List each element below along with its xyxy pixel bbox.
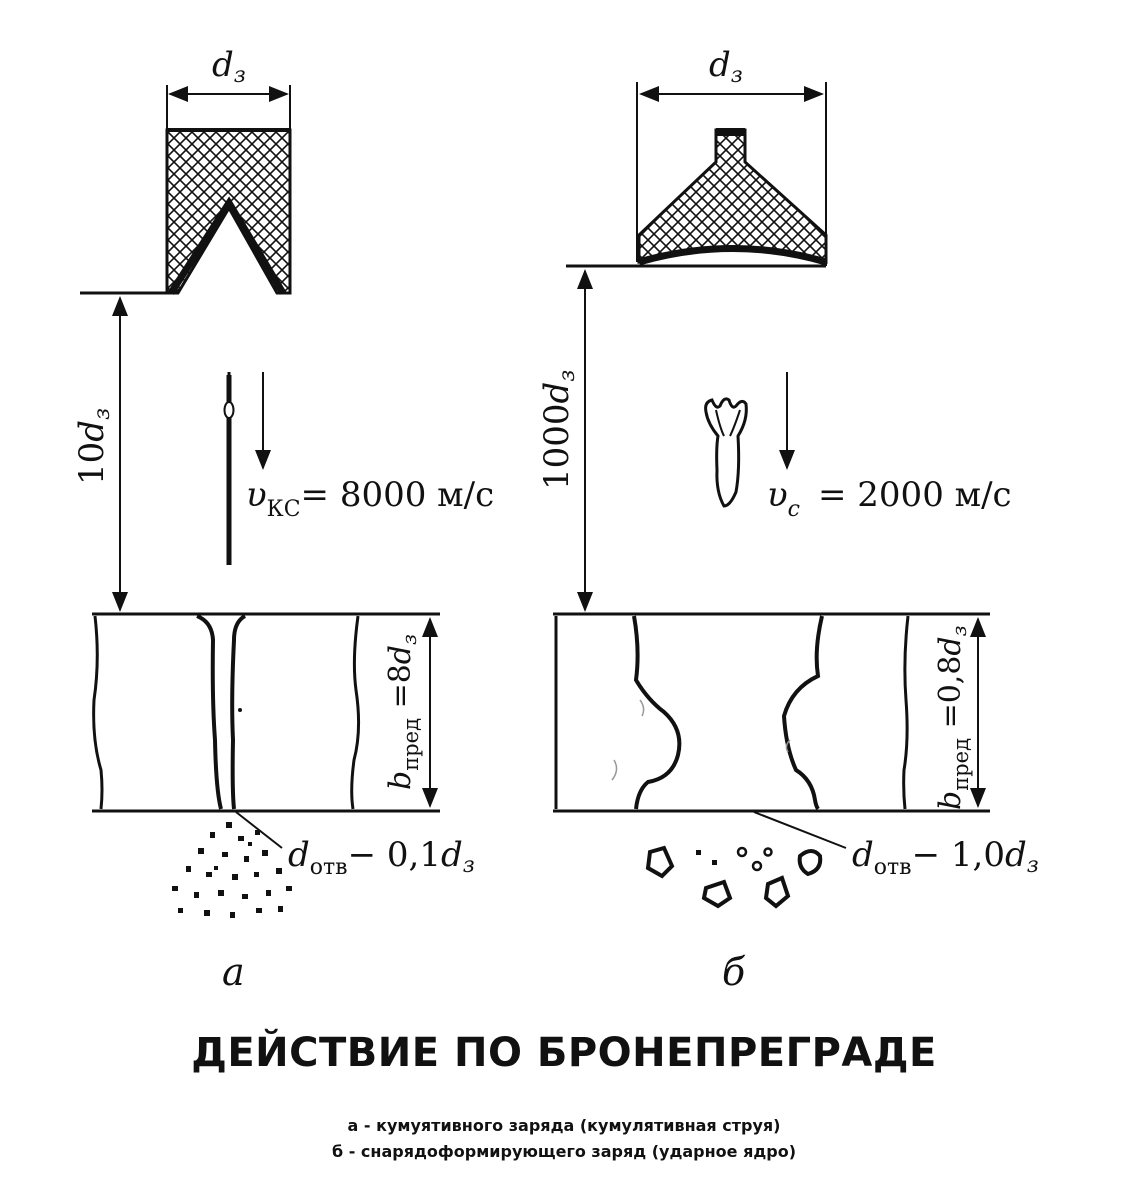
- armor-penetration-diagram: dз 10dз υКС= 8000 м/с: [72, 45, 1039, 994]
- hole-diameter-label-b: dотв− 1,0dз: [852, 835, 1039, 880]
- panel-a: dз 10dз υКС= 8000 м/с: [72, 45, 494, 994]
- charge-width-dimension-b: dз: [636, 45, 827, 266]
- charge-width-label-b: dз: [709, 45, 743, 88]
- penetration-depth-label-a: bпред =8dз: [383, 634, 423, 790]
- penetration-depth-dimension-b: bпред =0,8dз: [933, 617, 986, 810]
- figure-title: ДЕЙСТВИЕ ПО БРОНЕПРЕГРАДЕ: [191, 1030, 937, 1076]
- panel-b: dз 1000dз υс= 2000 м/с: [537, 45, 1039, 994]
- armor-plate-a: [92, 612, 440, 813]
- debris-spray-a: [172, 822, 292, 918]
- penetration-depth-dimension-a: bпред =8dз: [383, 617, 438, 808]
- small-debris-b: [696, 850, 717, 865]
- standoff-label-a: 10dз: [72, 408, 115, 485]
- panel-letter-a: а: [222, 950, 245, 994]
- caption-line-b: б - снарядоформирующего заряд (ударное я…: [331, 1142, 797, 1161]
- charge-width-dimension-a: dз: [166, 45, 291, 130]
- charge-width-label-a: dз: [212, 45, 246, 88]
- standoff-dimension-a: 10dз: [72, 296, 128, 612]
- velocity-label-b: υс= 2000 м/с: [767, 475, 1012, 522]
- panel-letter-b: б: [722, 950, 746, 994]
- hole-leader-b: [753, 811, 847, 849]
- caption-line-a: а - кумуятивного заряда (кумулятивная ст…: [347, 1116, 781, 1135]
- armor-plate-b: [553, 612, 990, 813]
- impact-core-projectile-icon: [704, 397, 748, 508]
- fragments-b: [645, 845, 823, 909]
- efp-charge-b: [637, 128, 828, 266]
- standoff-dimension-b: 1000dз: [537, 269, 593, 612]
- velocity-label-a: υКС= 8000 м/с: [246, 475, 494, 522]
- cumulative-jet-icon: [223, 372, 235, 565]
- shaped-charge-a: [165, 128, 292, 295]
- penetration-depth-label-b: bпред =0,8dз: [933, 625, 973, 810]
- hole-diameter-label-a: dотв− 0,1dз: [288, 835, 475, 880]
- standoff-label-b: 1000dз: [537, 370, 580, 490]
